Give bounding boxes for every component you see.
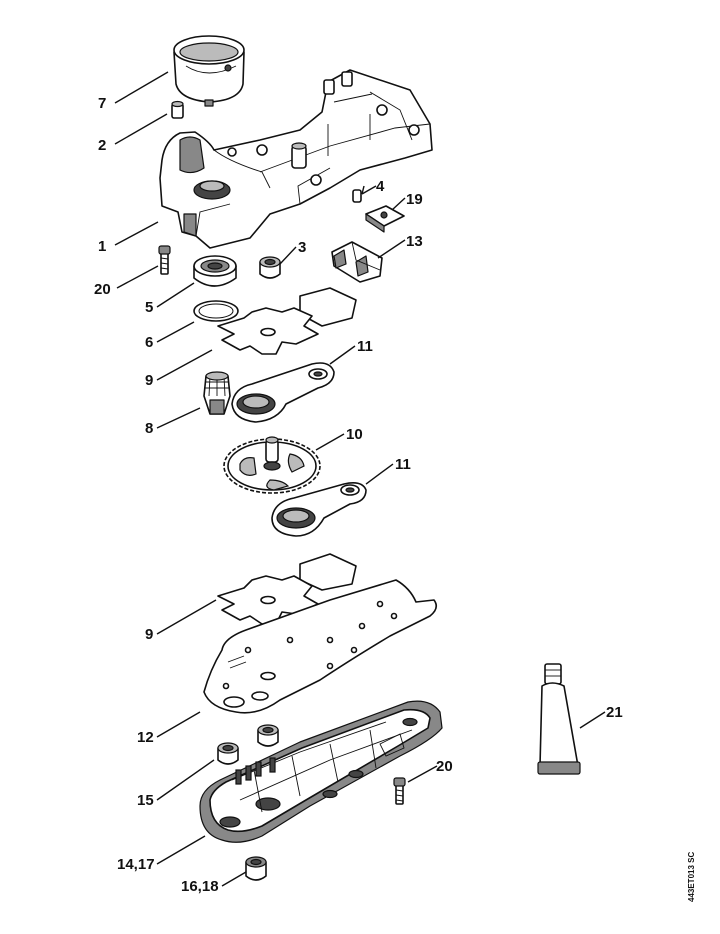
part-16-18-plug [245, 856, 267, 881]
label-11-lower: 11 [395, 456, 411, 473]
label-11-upper: 11 [357, 338, 373, 355]
part-4-dowel [352, 189, 362, 203]
label-1: 1 [98, 238, 106, 255]
part-5-ball-bearing [193, 255, 237, 287]
part-9-shim-lower [217, 553, 357, 625]
label-20-top: 20 [94, 281, 111, 298]
label-8: 8 [145, 420, 153, 437]
label-20-bottom: 20 [436, 758, 453, 775]
label-5: 5 [145, 299, 153, 316]
leader-lines [114, 71, 606, 887]
label-3: 3 [298, 239, 306, 256]
part-20-screw-top [158, 245, 171, 275]
part-19-pad [365, 205, 405, 233]
part-11-conrod-upper [231, 362, 335, 423]
part-1-gear-housing [159, 69, 433, 249]
label-12: 12 [137, 729, 154, 746]
label-16-18: 16,18 [181, 878, 219, 895]
label-10: 10 [346, 426, 363, 443]
part-12-gasket [203, 579, 438, 714]
label-9-upper: 9 [145, 372, 153, 389]
part-13-clip [331, 241, 383, 283]
part-14-17-cover [199, 700, 443, 843]
label-19: 19 [406, 191, 423, 208]
label-6: 6 [145, 334, 153, 351]
label-4: 4 [376, 178, 385, 195]
part-9-shim-upper [217, 287, 357, 355]
part-11-conrod-lower [271, 482, 367, 537]
label-7: 7 [98, 95, 106, 112]
part-8-pinion [203, 371, 231, 415]
drawing-code: 443ET013 SC [687, 852, 696, 902]
label-2: 2 [98, 137, 106, 154]
part-15-bearings [217, 724, 279, 765]
label-15: 15 [137, 792, 154, 809]
part-3-needle-bearing [259, 256, 281, 279]
part-7-cap [173, 35, 245, 107]
part-10-gear-wheel [223, 436, 321, 494]
label-14-17: 14,17 [117, 856, 155, 873]
label-21: 21 [606, 704, 623, 721]
part-6-circlip [193, 300, 239, 322]
part-20-screw-bottom [393, 777, 406, 805]
label-9-lower: 9 [145, 626, 153, 643]
label-13: 13 [406, 233, 423, 250]
part-2-pin [171, 100, 184, 119]
part-21-grease-tube [537, 663, 581, 775]
callout-labels: 7 2 1 20 4 19 13 3 5 6 9 11 8 10 11 9 12… [94, 95, 623, 895]
